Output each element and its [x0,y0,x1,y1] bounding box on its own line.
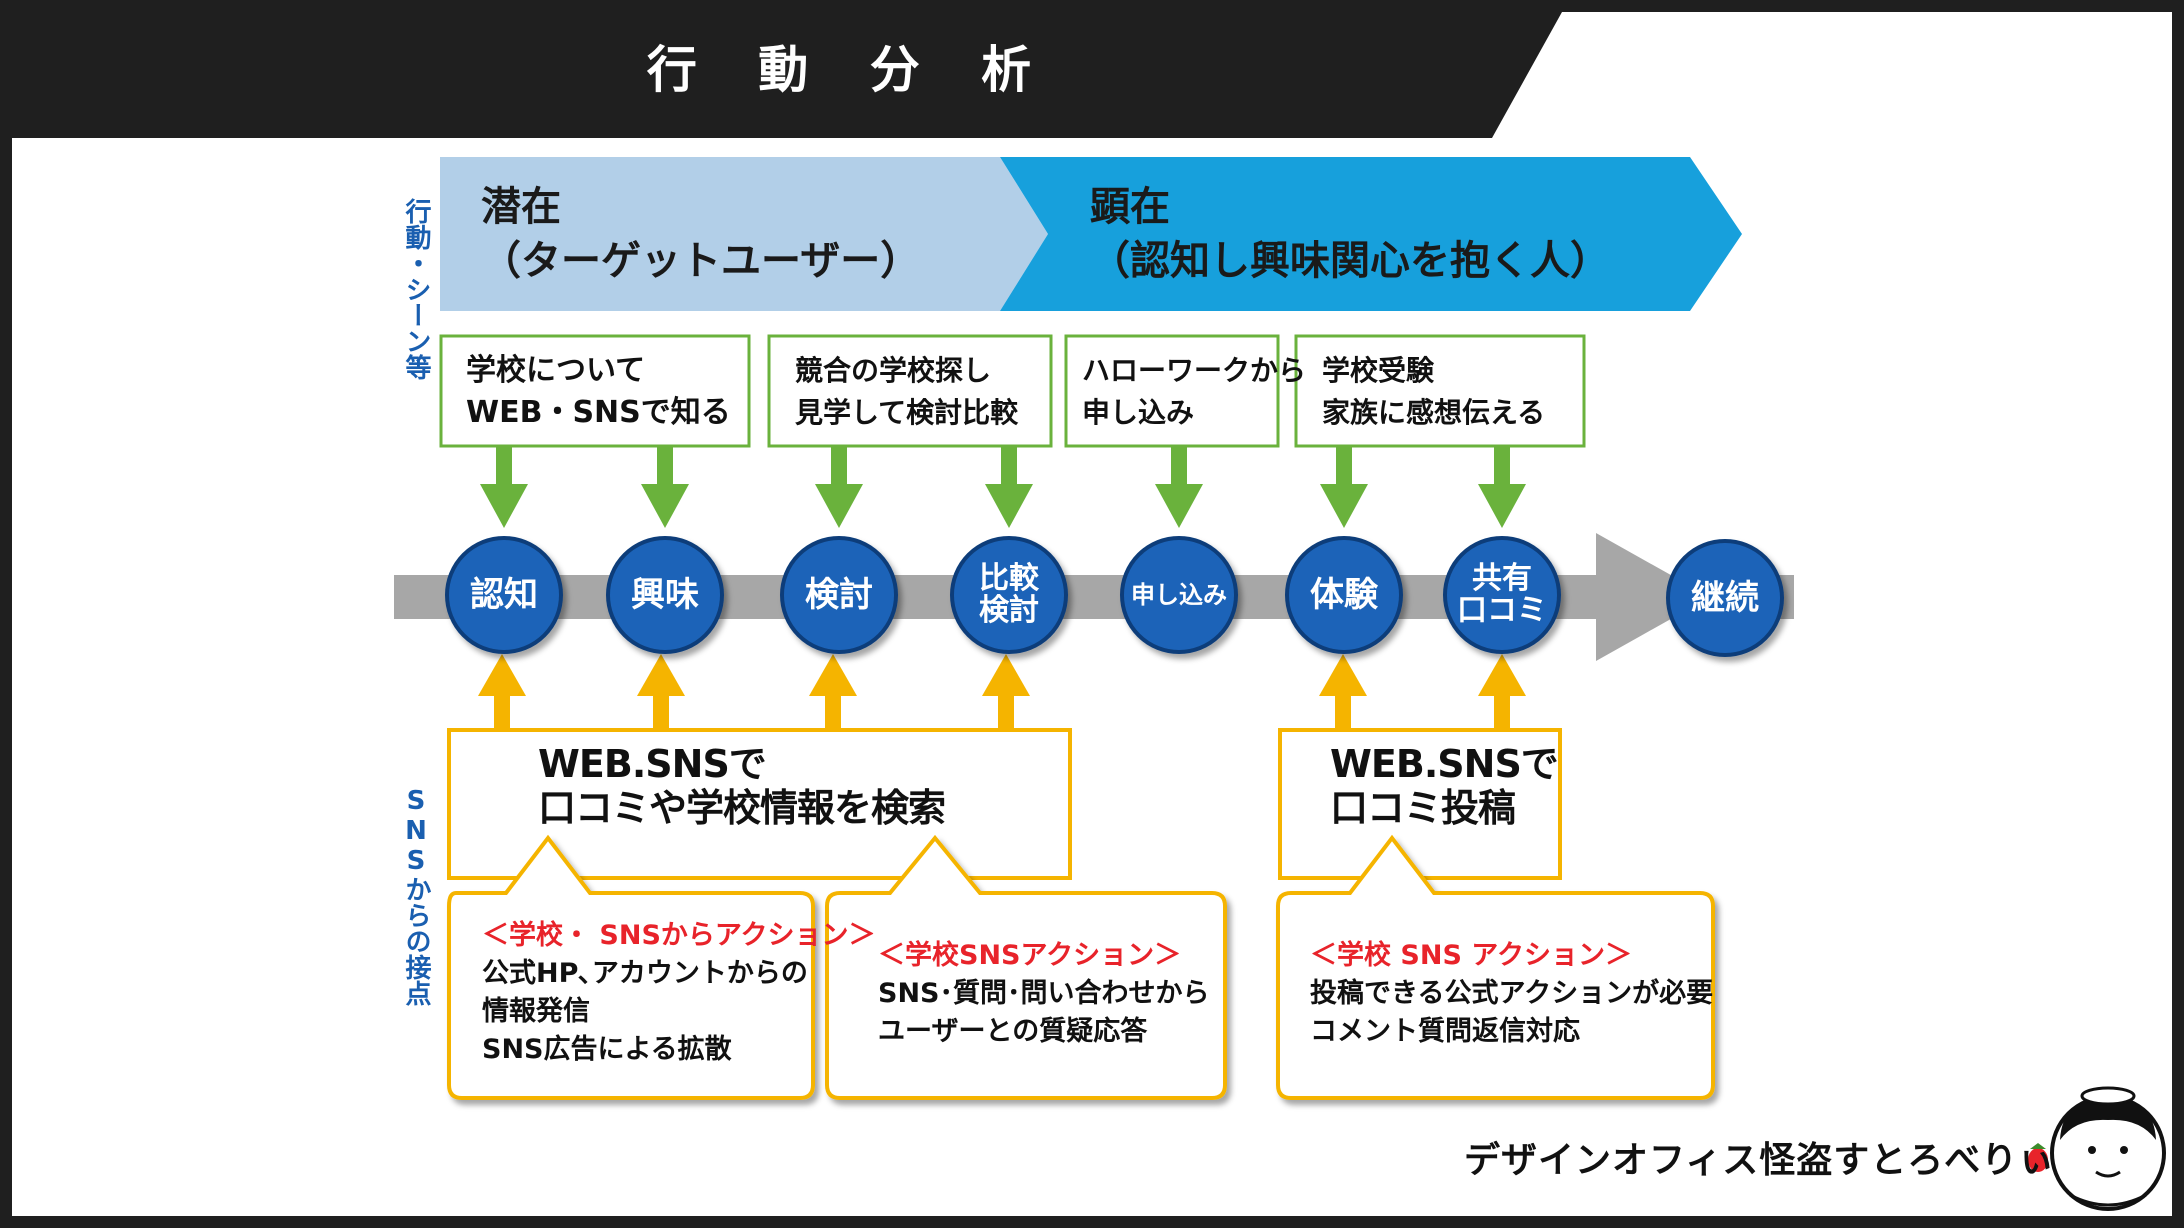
node-circle-3 [780,536,898,654]
node-circle-4 [950,536,1068,654]
green-arrow-2 [641,446,689,528]
orange-arrow-6 [1478,654,1526,730]
action-heading-2: ＜学校SNSアクション＞ [878,940,1182,971]
action-balloon-2 [825,834,1227,1100]
orange-arrow-3 [809,654,857,730]
action-balloon-1 [447,834,815,1100]
strawberry-icon [2028,1143,2048,1172]
phase-arrow-manifest [1000,157,1742,311]
green-arrow-7 [1478,446,1526,528]
action-balloon-3 [1276,834,1715,1100]
scene-text-4: 学校受験 家族に感想伝える [1322,354,1546,429]
green-arrow-3 [815,446,863,528]
scene-text-3: ハローワークから 申し込み [1082,354,1307,429]
node-label-2: 興味 [631,575,699,615]
orange-arrow-5 [1319,654,1367,730]
orange-arrow-2 [637,654,685,730]
phase-arrow-latent [440,157,1048,311]
orange-arrow-4 [982,654,1030,730]
action-heading-3: ＜学校 SNS アクション＞ [1310,940,1632,971]
search-text-1: WEB.SNSで 口コミや学校情報を検索 [538,742,946,830]
node-label-3: 検討 [805,575,873,615]
node-circle-2 [606,536,724,654]
node-circle-5 [1120,536,1238,654]
green-arrows [480,446,1526,528]
scene-text-2: 競合の学校探し 見学して検討比較 [795,354,1019,429]
green-arrow-5 [1155,446,1203,528]
scene-box-3 [1064,334,1280,448]
green-arrow-4 [985,446,1033,528]
action-heading-1: ＜学校・ SNSからアクション＞ [482,920,876,951]
phase-label-manifest: 顕在 （認知し興味関心を抱く人） [1090,184,1610,284]
node-label-4: 比較 検討 [979,561,1039,628]
scene-box-2 [767,334,1053,448]
node-label-1: 認知 [470,575,538,615]
side-label-sns: SNSからの接点 [401,786,431,1006]
orange-arrow-1 [478,654,526,730]
node-label-6: 体験 [1310,575,1378,615]
phase-label-latent: 潜在 （ターゲットユーザー） [481,184,921,284]
action-body-2: SNS･質問･問い合わせから ユーザーとの質疑応答 [878,978,1210,1047]
search-box-2 [1278,728,1562,880]
mascot-avatar [2050,1086,2166,1211]
scene-box-4 [1294,334,1586,448]
node-label-7: 共有 口コミ [1457,561,1547,628]
green-arrow-6 [1320,446,1368,528]
action-body-3: 投稿できる公式アクションが必要 コメント質問返信対応 [1310,978,1714,1047]
node-label-5: 申し込み [1131,581,1227,609]
orange-arrows [478,654,1526,730]
scene-text-1: 学校について WEB・SNSで知る [466,353,731,430]
brand-logo-text: デザインオフィス怪盗すとろべりぃ [1464,1140,2056,1181]
node-circle-8 [1666,539,1784,657]
node-circle-6 [1285,536,1403,654]
node-circle-7 [1443,536,1561,654]
green-arrow-1 [480,446,528,528]
action-body-1: 公式HP､アカウントからの 情報発信 SNS広告による拡散 [482,958,808,1065]
side-label-scene: 行動・シーン等 [401,198,431,380]
node-circles [445,536,1784,657]
page-title: 行 動 分 析 [646,41,1054,99]
node-circle-1 [445,536,563,654]
node-label-8: 継続 [1691,578,1759,618]
search-text-2: WEB.SNSで 口コミ投稿 [1330,742,1559,830]
scene-box-1 [439,334,751,448]
